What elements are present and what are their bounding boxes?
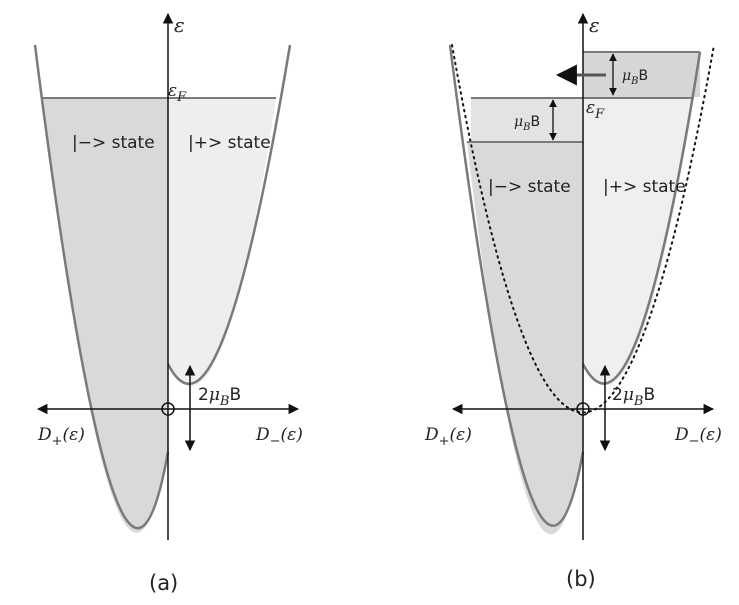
panel-b-origin-circle (576, 402, 590, 416)
panel-b-plus-state-label: |+> state (603, 177, 686, 197)
panel-b-plus-curve (581, 51, 702, 385)
panel-b-minus-curve (448, 44, 585, 527)
panel-a-minus-state-label: |−> state (72, 133, 155, 153)
panel-a: ε εF |−> state |+> state 2μBB D+(ε) D−(ε… (33, 12, 303, 595)
panel-b-split-label: 2μBB (612, 385, 655, 409)
panel-b-minus-fill (467, 142, 583, 535)
panel-a-caption: (a) (149, 571, 178, 595)
panel-a-split-label: 2μBB (198, 385, 241, 409)
panel-b-fermi-label: εF (586, 98, 605, 122)
panel-a-fermi-label: εF (168, 81, 187, 105)
panel-b-d-minus-label: D−(ε) (674, 425, 722, 449)
panel-b-minus-state-label: |−> state (488, 177, 571, 197)
panel-a-plus-curve (166, 44, 292, 386)
panel-b-plus-fill (583, 97, 694, 386)
panel-a-minus-curve (33, 44, 170, 530)
panel-a-origin-circle (161, 402, 175, 416)
panel-a-d-minus-label: D−(ε) (255, 425, 303, 449)
panel-a-plus-fill (168, 98, 276, 387)
panel-b-epsilon-label: ε (589, 13, 600, 37)
panel-b: ε εF μBB μBB |−> state |+> state 2μBB D+… (424, 12, 722, 591)
panel-b-minus-band (471, 98, 583, 142)
panel-b-caption: (b) (566, 567, 596, 591)
panel-a-minus-fill (43, 98, 168, 533)
panel-a-plus-state-label: |+> state (188, 133, 271, 153)
panel-b-upper-mu-label: μBB (622, 68, 648, 87)
panel-a-d-plus-label: D+(ε) (37, 425, 85, 449)
panel-a-epsilon-label: ε (174, 13, 185, 37)
panel-b-d-plus-label: D+(ε) (424, 425, 472, 449)
panel-b-lower-mu-label: μBB (514, 114, 540, 133)
